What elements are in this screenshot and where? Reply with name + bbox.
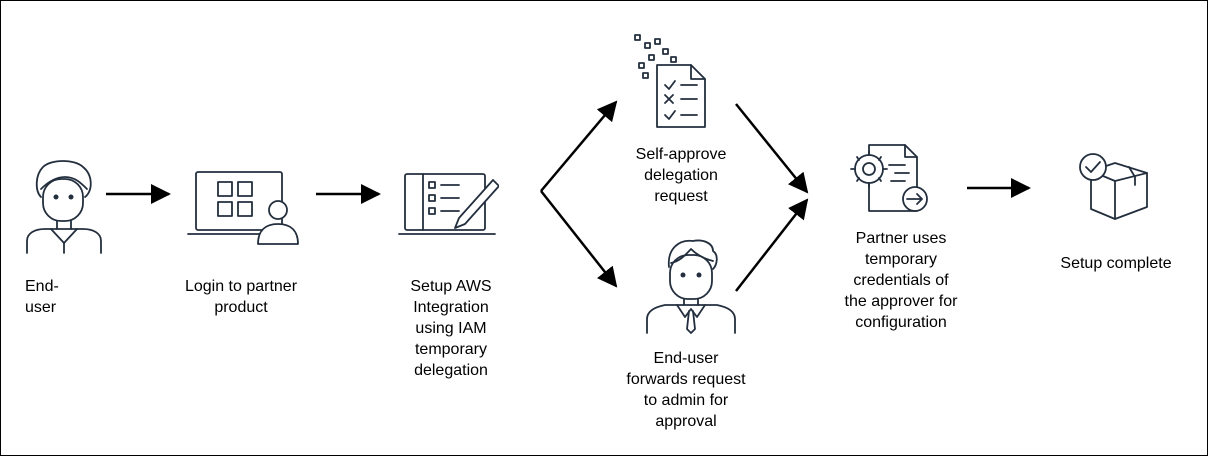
label-line: user — [25, 299, 57, 316]
package-check-icon — [1079, 153, 1148, 220]
step-label-setup-integration: Setup AWS Integration using IAM temporary de… — [381, 276, 521, 381]
label-line: temporary — [864, 251, 938, 268]
label-line: delegation — [644, 167, 718, 184]
label-line: the approver for — [844, 293, 958, 310]
step-label-self-approve: Self-approve delegation request — [611, 144, 751, 207]
arrow-self-approve-to-partner — [735, 103, 809, 194]
step-label-forward-admin: End-user forwards request to admin for appr… — [611, 348, 761, 432]
label-line: request — [654, 188, 708, 205]
label-line: to admin for — [643, 392, 729, 409]
person-icon — [26, 160, 102, 254]
label-line: product — [214, 299, 268, 316]
label-line: temporary — [414, 341, 488, 358]
step-label-login: Login to partner product — [161, 276, 321, 318]
arrow-setup-to-self-approve — [540, 100, 618, 192]
label-line: credentials of — [853, 272, 949, 289]
label-line: End- — [25, 278, 59, 295]
step-label-setup-complete: Setup complete — [1041, 253, 1191, 274]
label-line: Setup AWS — [410, 278, 492, 295]
gear-document-icon — [850, 144, 928, 212]
label-line: Integration — [413, 299, 489, 316]
label-line: Setup complete — [1060, 255, 1172, 272]
checklist-document-icon — [634, 34, 706, 128]
arrow-setup-to-admin — [540, 190, 618, 288]
label-line: Self-approve — [635, 146, 727, 163]
laptop-user-icon — [187, 171, 299, 245]
step-label-end-user: End-user — [25, 276, 75, 318]
label-line: End-user — [653, 350, 719, 367]
laptop-form-icon — [398, 173, 499, 235]
label-line: using IAM — [415, 320, 487, 337]
label-line: configuration — [855, 314, 947, 331]
admin-person-icon — [646, 239, 736, 334]
label-line: Login to partner — [184, 278, 298, 295]
label-line: approval — [655, 413, 717, 430]
label-line: Partner uses — [855, 230, 947, 247]
step-label-partner-uses: Partner uses temporary credentials of the a… — [821, 228, 981, 333]
label-line: forwards request — [626, 371, 746, 388]
arrow-admin-to-partner — [735, 198, 809, 292]
label-line: delegation — [414, 362, 488, 379]
